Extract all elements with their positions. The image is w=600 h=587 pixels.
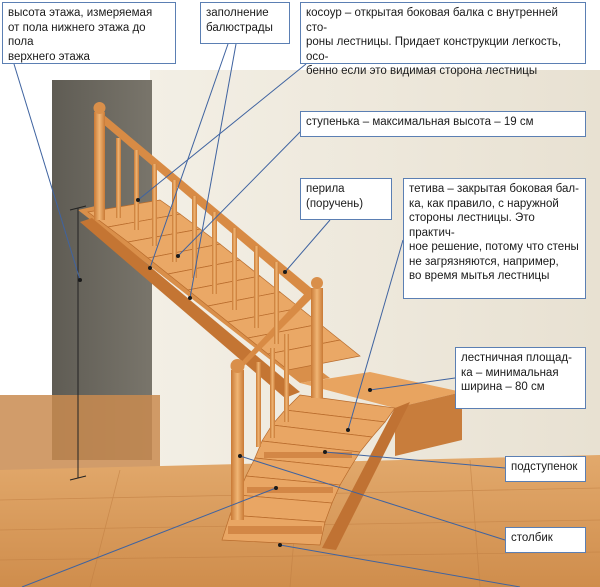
leader-lines [13,43,521,587]
newel-post-top [94,112,105,220]
callout-step: ступенька – максимальная высота – 19 см [300,111,586,137]
callout-tetiva: тетива – закрытая боковая бал- ка, как п… [403,178,586,299]
callout-post: столбик [505,527,586,553]
kosour-beam [80,218,300,398]
callout-baluster-fill: заполнение балюстрады [200,2,290,44]
handrail-upper [96,115,316,298]
balusters-upper [116,138,279,344]
leader-dots [78,198,372,547]
callout-kosour: косоур – открытая боковая балка с внутре… [300,2,586,77]
landing-top [300,372,462,408]
balusters-lower [256,334,289,447]
callout-landing: лестничная площад- ка – минимальная шири… [455,347,586,409]
callout-riser: подступенок [505,456,586,482]
callout-handrail: перила (поручень) [300,178,392,220]
newel-post-mid [311,288,323,398]
height-dimension [69,205,87,481]
tetiva-beam [322,402,410,550]
callout-floor-height: высота этажа, измеряемая от пола нижнего… [2,2,176,64]
newel-post-bottom [231,370,244,520]
landing-side [395,392,462,456]
risers [228,452,352,534]
